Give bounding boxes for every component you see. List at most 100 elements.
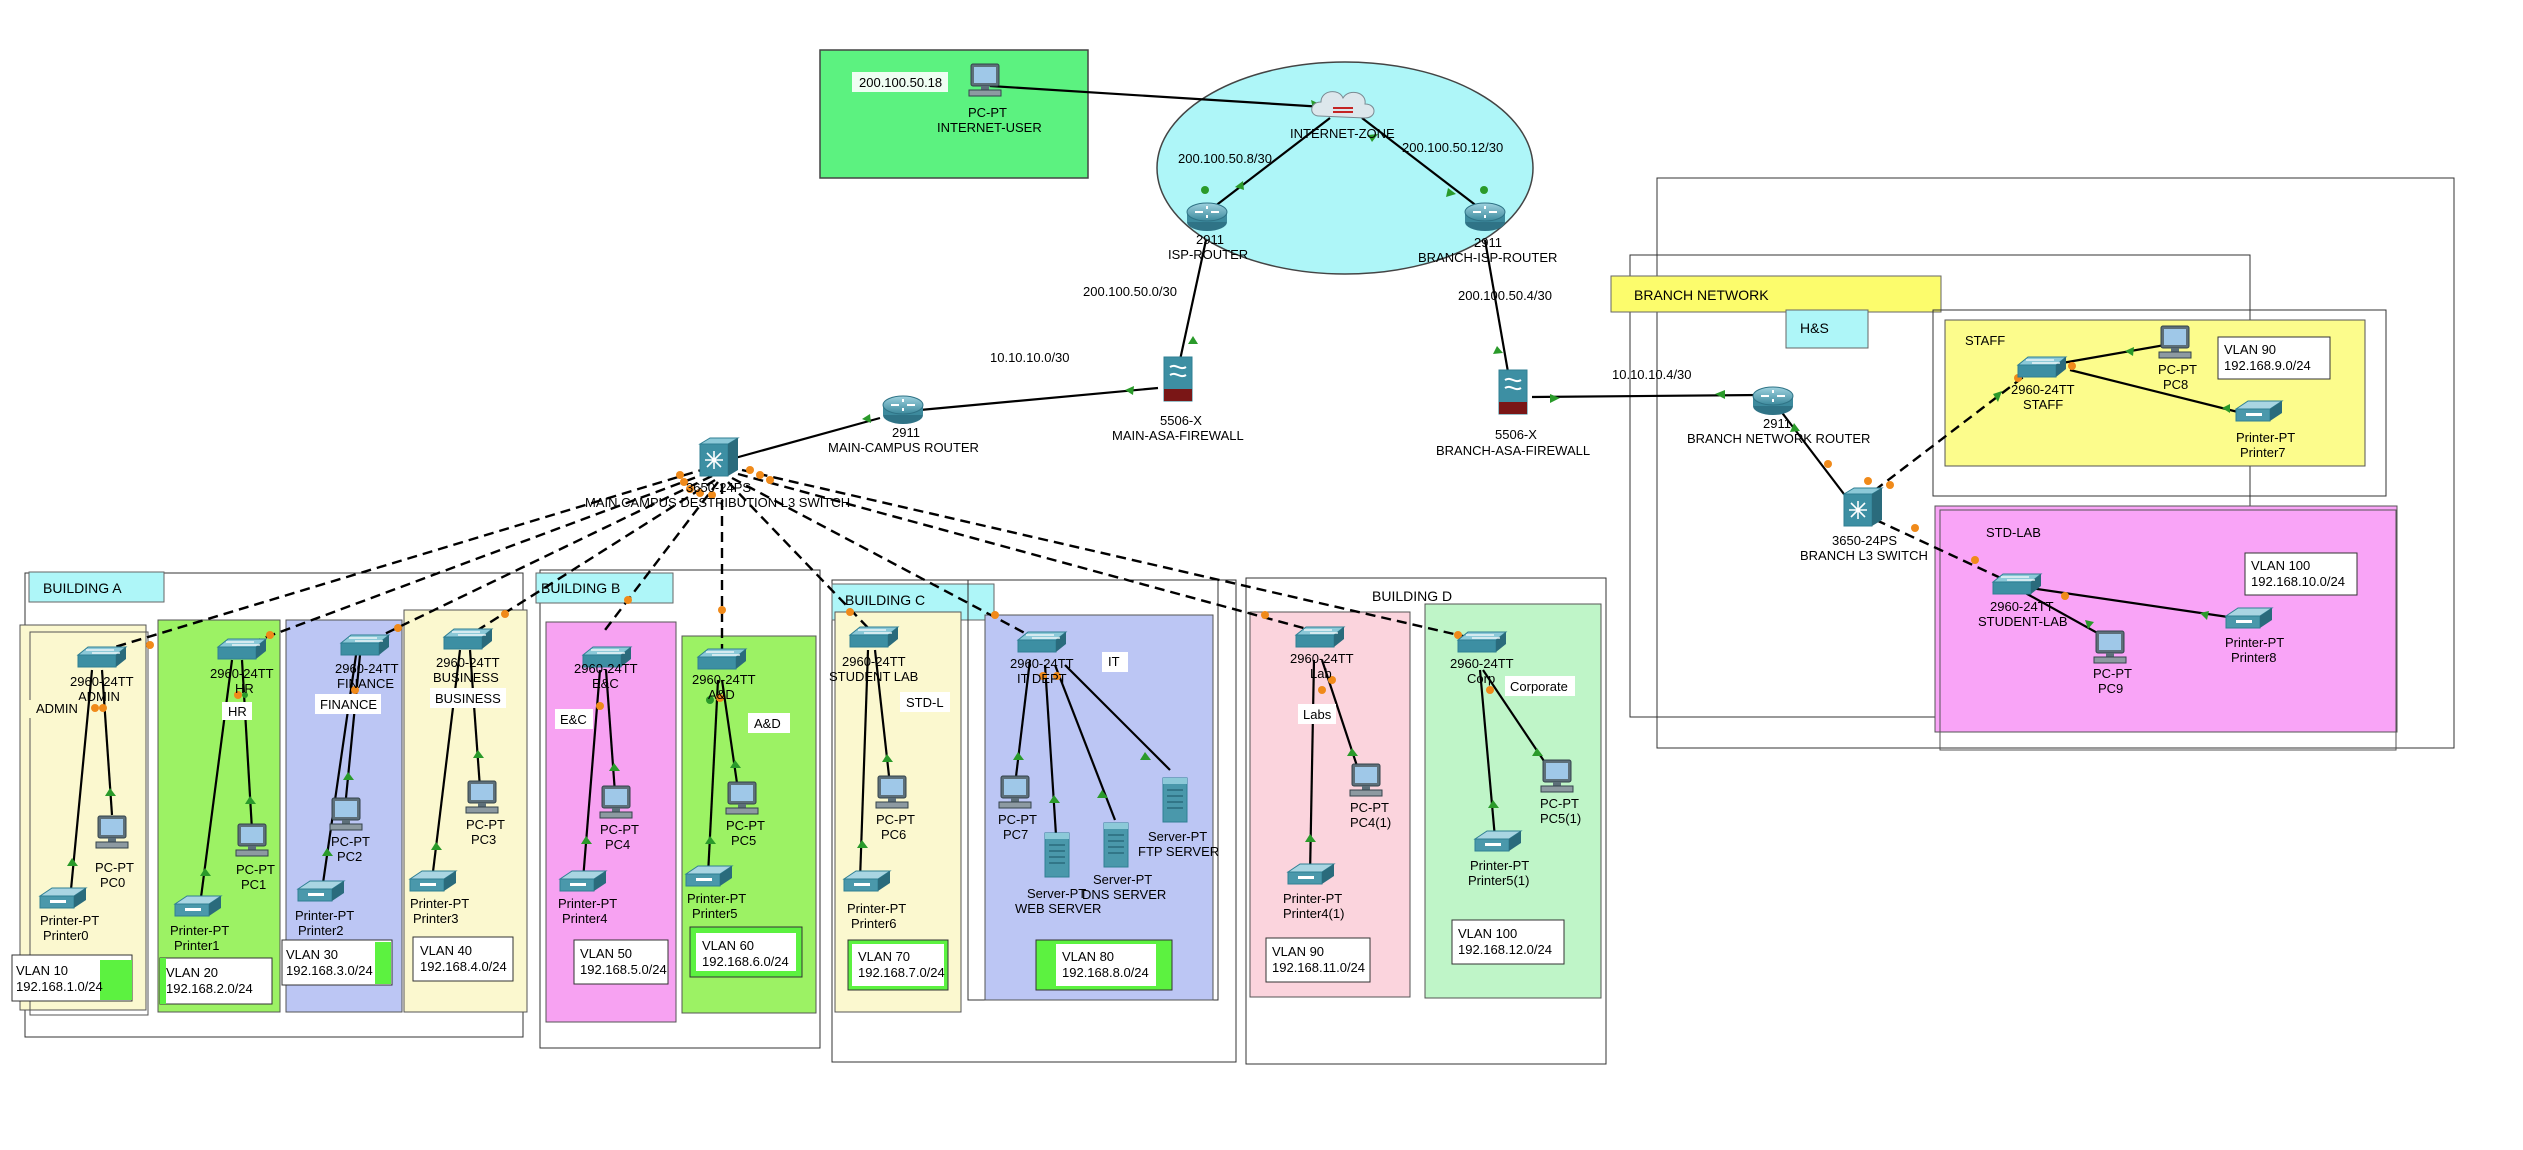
trunk-l3-studentlab	[727, 481, 873, 633]
it-switch[interactable]	[1017, 631, 1067, 653]
building-c-label: BUILDING C	[845, 592, 925, 608]
building-d-box	[1245, 577, 1607, 1065]
vlan20-id: VLAN 20	[166, 965, 218, 980]
internet-user-type: PC-PT	[968, 105, 1007, 120]
link-hr-sw-printer1	[198, 659, 234, 906]
printer5-type: Printer-PT	[687, 891, 746, 906]
printer5-name: Printer5	[692, 906, 738, 921]
branch-isp-router-name: BRANCH-ISP-ROUTER	[1418, 250, 1557, 265]
ftp-server-type: Server-PT	[1148, 829, 1207, 844]
printer7-name: Printer7	[2240, 445, 2286, 460]
internet-user-name: INTERNET-USER	[937, 120, 1042, 135]
printer6-name: Printer6	[851, 916, 897, 931]
stdlab-area	[1934, 505, 2398, 733]
branch-router-type: 2911	[1763, 416, 1791, 431]
pc3[interactable]	[465, 780, 499, 814]
staff-outer-box	[1932, 309, 2387, 497]
pc5[interactable]	[725, 781, 759, 815]
pc3-name: PC3	[471, 832, 496, 847]
hr-switch[interactable]	[217, 638, 267, 660]
pc8-type: PC-PT	[2158, 362, 2197, 377]
pc1-type: PC-PT	[236, 862, 275, 877]
isp-asa-link-label: 200.100.50.0/30	[1083, 284, 1177, 299]
trunk-l3-admin	[104, 466, 709, 652]
ec-switch-type: 2960-24TT	[574, 661, 638, 676]
web-server[interactable]	[1044, 832, 1070, 878]
pc1[interactable]	[235, 823, 269, 857]
main-campus-router[interactable]	[882, 395, 924, 425]
ad-switch[interactable]	[697, 648, 747, 670]
pc4-1-type: PC-PT	[1350, 800, 1389, 815]
link-bus-sw-pc3	[468, 649, 482, 789]
pc0[interactable]	[95, 815, 129, 849]
pc7[interactable]	[998, 775, 1032, 809]
link-it-sw-ftp	[1064, 664, 1171, 771]
building-a-label: BUILDING A	[43, 580, 122, 596]
pc8[interactable]	[2158, 325, 2192, 359]
isp-router[interactable]	[1186, 202, 1228, 232]
link-cloud-branchisp	[1361, 117, 1483, 211]
branch-isp-asa-link-label: 200.100.50.4/30	[1458, 288, 1552, 303]
studentlab-switch-name: STUDENT LAB	[829, 669, 918, 684]
department-tags: ADMIN HR FINANCE BUSINESS E&C A&D STD-L …	[28, 330, 2044, 733]
web-server-type: Server-PT	[1027, 886, 1086, 901]
isp-router-name: ISP-ROUTER	[1168, 247, 1248, 262]
branch-isp-router[interactable]	[1464, 202, 1506, 232]
studentlab-switch[interactable]	[849, 626, 899, 648]
dept-it-label: IT	[1108, 654, 1120, 669]
branch-l3-switch[interactable]	[1843, 487, 1883, 527]
stdlab-area-outline	[1939, 509, 2397, 751]
pc6[interactable]	[875, 775, 909, 809]
link-mainasa-mainrouter	[919, 386, 1159, 412]
printer4-1-type: Printer-PT	[1283, 891, 1342, 906]
pc9[interactable]	[2093, 630, 2127, 664]
main-l3-switch[interactable]	[699, 437, 739, 477]
building-b-label: BUILDING B	[541, 580, 620, 596]
student-switch[interactable]	[1992, 573, 2042, 595]
link-it-sw-pc7	[1013, 659, 1032, 786]
ftp-server[interactable]	[1162, 777, 1188, 823]
vlan10-id: VLAN 10	[16, 963, 68, 978]
vlan90-id: VLAN 90	[1272, 944, 1324, 959]
branch-network-router[interactable]	[1752, 386, 1794, 416]
vlan70-subnet: 192.168.7.0/24	[858, 965, 945, 980]
vlan40-subnet: 192.168.4.0/24	[420, 959, 507, 974]
admin-switch[interactable]	[77, 646, 127, 668]
pc3-type: PC-PT	[466, 817, 505, 832]
isp-router-type: 2911	[1196, 232, 1224, 247]
branch-asa-firewall[interactable]	[1498, 369, 1528, 415]
printer8-name: Printer8	[2231, 650, 2277, 665]
trunk-branchl3-student	[1875, 518, 2006, 582]
dept-hr-label: HR	[228, 704, 247, 719]
dept-admin-label: ADMIN	[36, 701, 78, 716]
link-corp-sw-printer51	[1478, 669, 1497, 839]
pc4[interactable]	[599, 785, 633, 819]
pc5-1[interactable]	[1540, 759, 1574, 793]
dept-ec-label: E&C	[560, 712, 587, 727]
business-switch[interactable]	[443, 628, 493, 650]
link-std-sw-pc6	[873, 649, 892, 786]
dept-corporate-label: Corporate	[1510, 679, 1568, 694]
pc0-name: PC0	[100, 875, 125, 890]
main-l3-type: 3650-24PS	[686, 480, 751, 495]
branch-network-tag	[1610, 275, 1942, 313]
branch-vlan90-subnet: 192.168.9.0/24	[2224, 358, 2311, 373]
lab-switch[interactable]	[1295, 626, 1345, 648]
branch-isp-router-type: 2911	[1474, 235, 1502, 250]
vlan40-id: VLAN 40	[420, 943, 472, 958]
pc2[interactable]	[329, 797, 363, 831]
link-cloud-isp	[1209, 117, 1331, 211]
link-student-sw-pc9	[2019, 589, 2111, 641]
staff-switch[interactable]	[2017, 356, 2067, 378]
internet-user-ip-text: 200.100.50.18	[859, 75, 942, 90]
link-ad-sw-pc5	[720, 679, 740, 791]
main-asa-firewall[interactable]	[1163, 356, 1193, 402]
corp-switch[interactable]	[1457, 631, 1507, 653]
finance-switch[interactable]	[340, 634, 390, 656]
vlan90-subnet: 192.168.11.0/24	[1272, 960, 1365, 975]
building-a-tag	[28, 571, 165, 603]
internet-user-pc[interactable]	[968, 63, 1002, 97]
dns-server[interactable]	[1103, 822, 1129, 868]
pc4-1[interactable]	[1349, 763, 1383, 797]
web-server-name: WEB SERVER	[1015, 901, 1101, 916]
